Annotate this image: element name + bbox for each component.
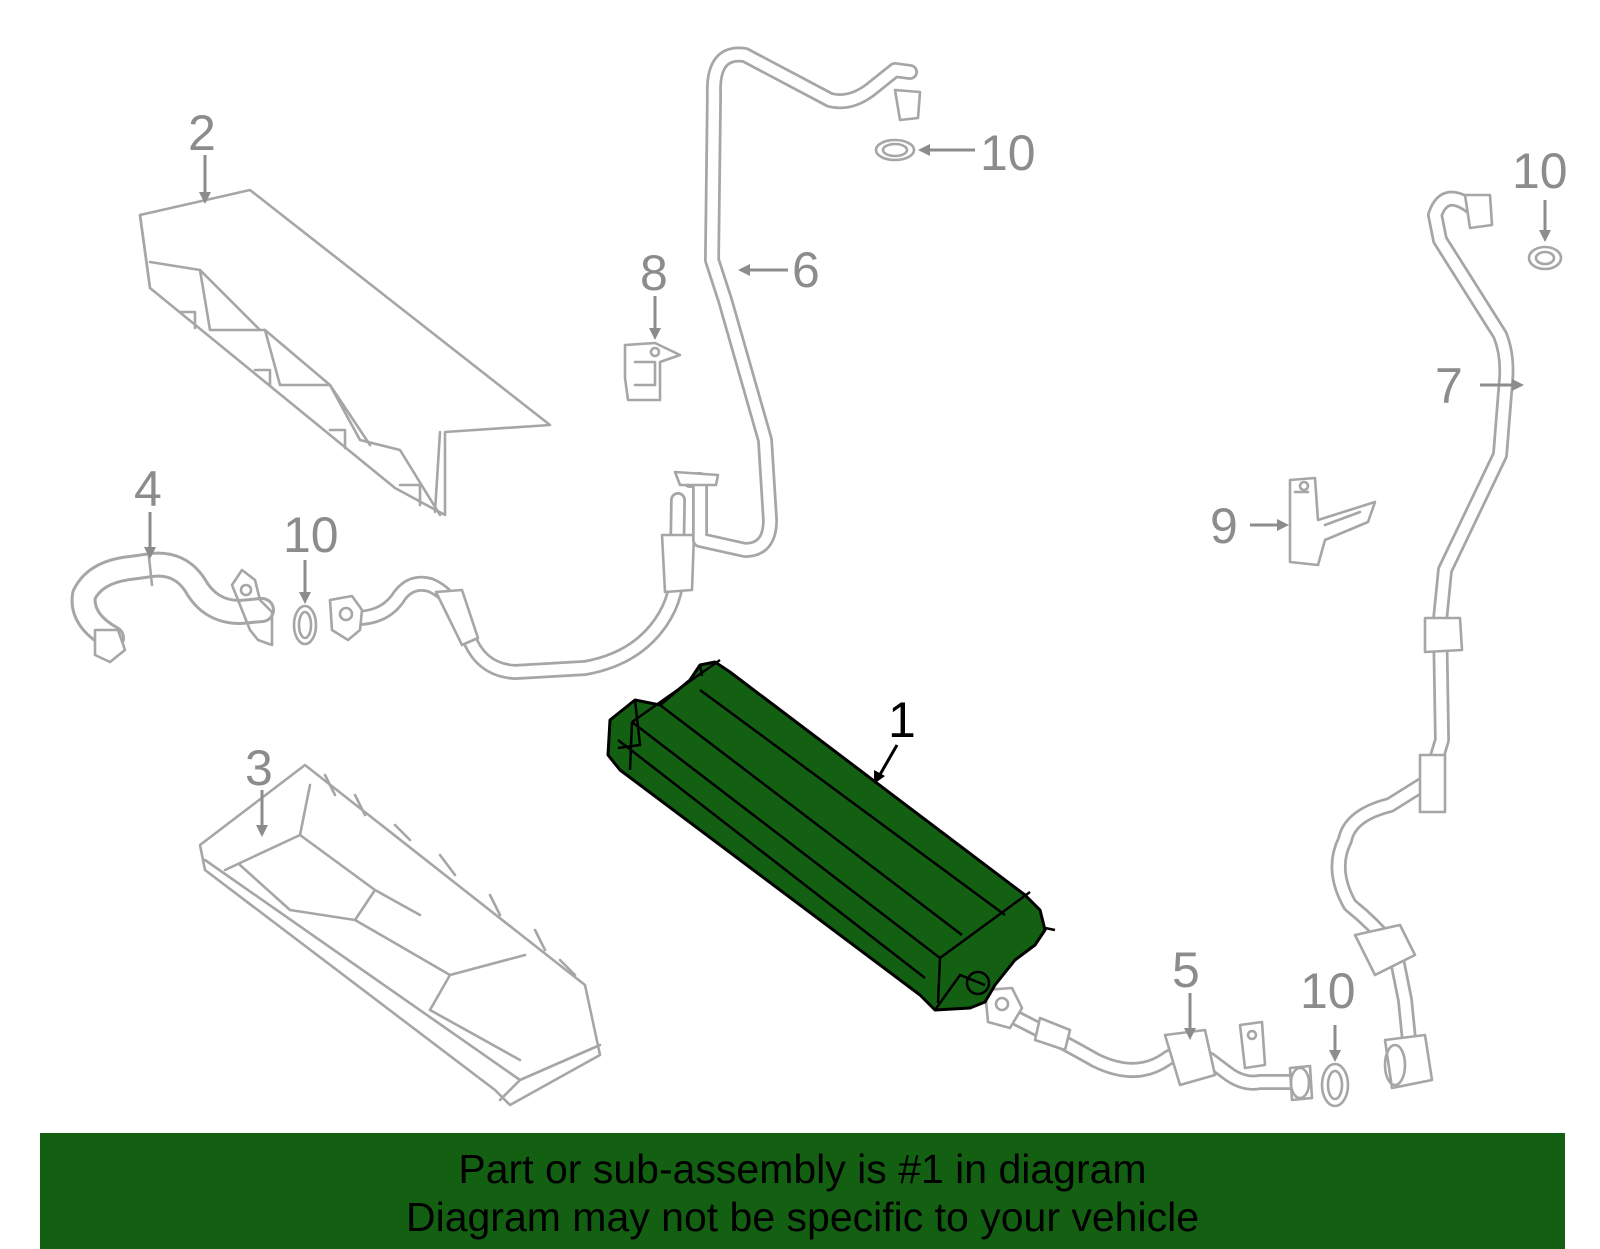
callout-10-top: 10: [980, 125, 1036, 181]
part-10-gasket-d: [1320, 1062, 1350, 1108]
callout-6: 6: [792, 242, 820, 298]
part-8-clip: [623, 341, 682, 402]
callout-9: 9: [1210, 498, 1238, 554]
part-1-cooler-highlighted: [606, 658, 1056, 1012]
part-3-air-deflector: [198, 763, 602, 1107]
caption-banner: Part or sub-assembly is #1 in diagram Di…: [40, 1133, 1565, 1249]
part-10-gasket-b: [874, 138, 916, 162]
callout-4: 4: [134, 461, 162, 517]
callout-2: 2: [188, 105, 216, 161]
callout-10-bottom: 10: [1300, 963, 1356, 1019]
part-9-bracket: [1288, 476, 1377, 567]
caption-line-1: Part or sub-assembly is #1 in diagram: [458, 1146, 1147, 1192]
part-2-air-duct: [138, 188, 552, 517]
callout-10-left: 10: [283, 507, 339, 563]
part-10-gasket-c: [1527, 245, 1563, 271]
part-6-coolant-pipe: [328, 46, 922, 680]
callout-7: 7: [1435, 358, 1463, 414]
caption-line-2: Diagram may not be specific to your vehi…: [405, 1194, 1199, 1240]
callout-1: 1: [888, 692, 916, 748]
part-7-coolant-pipe: [1330, 190, 1515, 1090]
part-4-coolant-hose: [70, 546, 275, 664]
callout-10-right: 10: [1512, 143, 1568, 199]
callout-5: 5: [1172, 942, 1200, 998]
part-5-coolant-hose: [983, 986, 1314, 1102]
leader-lines: [144, 144, 1551, 1062]
callout-8: 8: [640, 245, 668, 301]
callout-3: 3: [245, 740, 273, 796]
part-10-gasket-a: [292, 604, 318, 646]
